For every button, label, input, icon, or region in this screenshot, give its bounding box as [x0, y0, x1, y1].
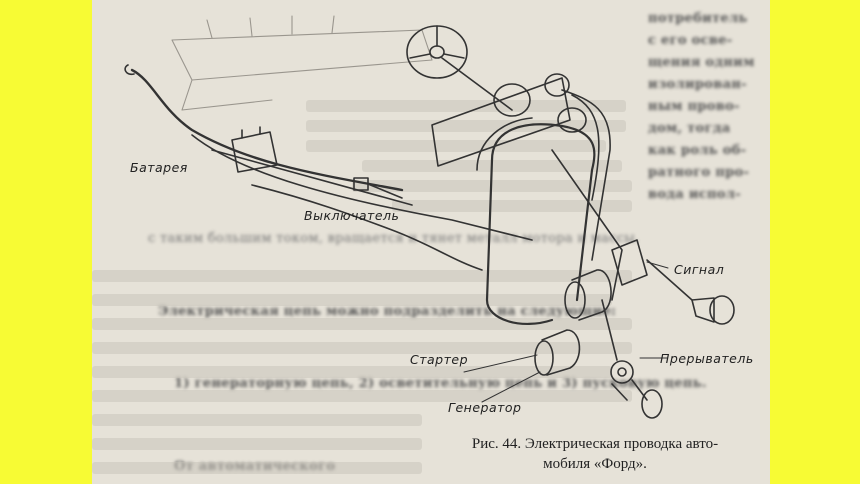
background-line: 1) генераторную цепь, 2) осветительную ц…	[174, 376, 707, 391]
figure-caption: Рис. 44. Электрическая проводка авто- мо…	[430, 434, 760, 474]
background-line: вода испол-	[648, 187, 741, 202]
book-page: с таким большим током, вращается и тянет…	[92, 0, 770, 484]
background-text-right: потребитель с его осве- щения одним изол…	[648, 8, 755, 206]
steering-wheel-icon	[406, 25, 513, 111]
background-text-left: с таким большим током, вращается и тянет…	[148, 228, 639, 249]
battery-icon	[231, 126, 278, 173]
switch-label: Выключатель	[304, 208, 400, 223]
background-text-left-bold-2: 1) генераторную цепь, 2) осветительную ц…	[174, 372, 707, 396]
interrupter-icon	[601, 299, 663, 419]
blurred-print-shading	[92, 100, 632, 474]
dashboard-icon	[431, 73, 587, 167]
background-line: потребитель	[648, 11, 748, 26]
interrupter-label: Прерыватель	[660, 351, 754, 366]
background-line: как роль об-	[648, 143, 747, 158]
background-line: щения одним	[648, 55, 755, 70]
generator-icon	[534, 329, 581, 376]
background-line: изолирован-	[648, 77, 747, 92]
background-line: дом, тогда	[648, 121, 731, 136]
starter-label: Стартер	[410, 352, 469, 367]
background-line: ратного про-	[648, 165, 750, 180]
switch-icon	[353, 177, 403, 199]
background-line: с таким большим током, вращается и тянет…	[148, 231, 640, 246]
background-text-left-bold: Электрическая цепь можно подразделить на…	[158, 300, 616, 324]
background-line: ным прово-	[648, 99, 740, 114]
wiring-diagram	[124, 15, 735, 419]
starter-icon	[564, 269, 612, 321]
signal-label: Сигнал	[674, 262, 725, 277]
background-line: с его осве-	[648, 33, 733, 48]
generator-label: Генератор	[448, 400, 522, 415]
horn-icon	[611, 239, 735, 325]
caption-line-1: Рис. 44. Электрическая проводка авто-	[471, 436, 719, 452]
background-line: Электрическая цепь можно подразделить на…	[158, 304, 617, 319]
battery-label: Батарея	[130, 160, 188, 175]
caption-line-2: мобиля «Форд».	[543, 456, 647, 472]
